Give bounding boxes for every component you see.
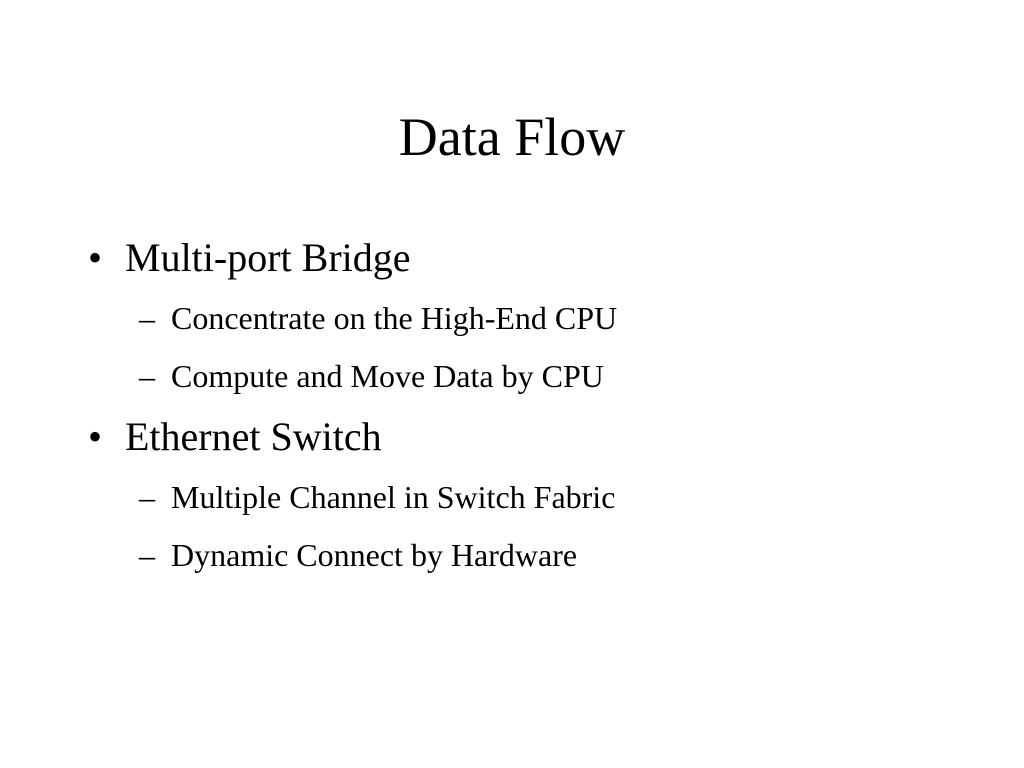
sub-item-text: Dynamic Connect by Hardware	[171, 537, 578, 573]
sub-item-multiple-channel: –Multiple Channel in Switch Fabric	[139, 477, 615, 517]
slide-title: Data Flow	[398, 107, 626, 167]
sub-item-dynamic-connect: –Dynamic Connect by Hardware	[139, 535, 577, 575]
sub-item-text: Compute and Move Data by CPU	[171, 358, 604, 394]
bullet-item-multi-port-bridge: • Multi-port Bridge	[88, 234, 411, 282]
bullet-marker: •	[88, 414, 103, 459]
sub-item-marker: –	[139, 300, 155, 336]
sub-item-compute-move-data: –Compute and Move Data by CPU	[139, 356, 604, 396]
sub-item-text: Concentrate on the High-End CPU	[171, 300, 618, 336]
sub-item-marker: –	[139, 479, 155, 515]
sub-item-text: Multiple Channel in Switch Fabric	[171, 479, 616, 515]
sub-item-marker: –	[139, 537, 155, 573]
bullet-text: Ethernet Switch	[125, 414, 382, 459]
bullet-marker: •	[88, 235, 103, 280]
bullet-text: Multi-port Bridge	[125, 235, 411, 280]
bullet-item-ethernet-switch: • Ethernet Switch	[88, 413, 382, 461]
sub-item-marker: –	[139, 358, 155, 394]
sub-item-concentrate-cpu: –Concentrate on the High-End CPU	[139, 298, 617, 338]
